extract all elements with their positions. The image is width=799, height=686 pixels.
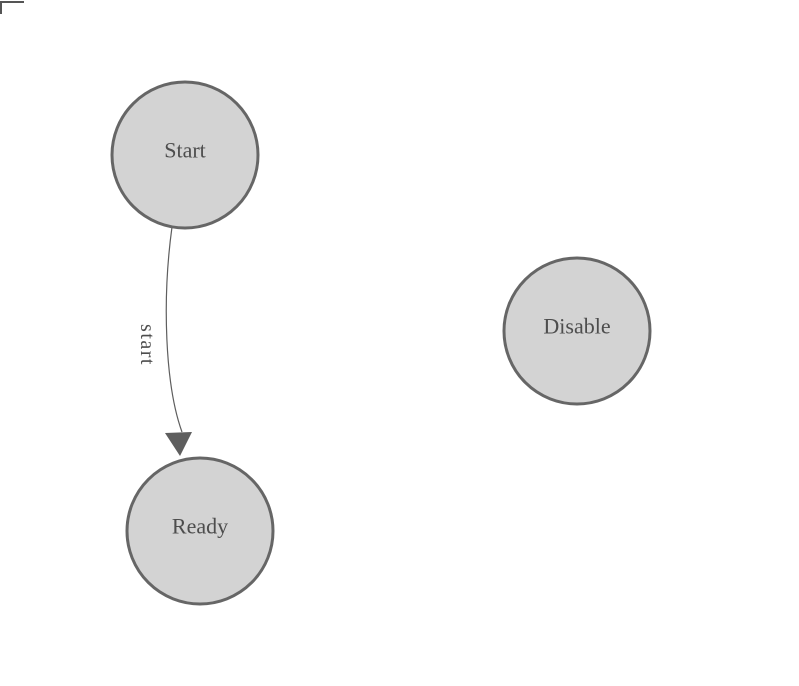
edge-start-to-ready[interactable]: start bbox=[136, 226, 192, 456]
edge-path[interactable] bbox=[165, 226, 183, 433]
edge-arrowhead-icon[interactable] bbox=[165, 432, 192, 456]
canvas-origin-mark bbox=[0, 1, 24, 14]
node-disable-circle[interactable] bbox=[502, 256, 652, 406]
node-disable[interactable]: Disable bbox=[502, 256, 652, 406]
node-ready-circle[interactable] bbox=[125, 456, 275, 606]
node-start-label: Start bbox=[164, 138, 206, 163]
node-disable-label: Disable bbox=[543, 314, 610, 339]
node-start-circle[interactable] bbox=[110, 80, 260, 230]
node-start[interactable]: Start bbox=[110, 80, 260, 230]
node-ready[interactable]: Ready bbox=[125, 456, 275, 606]
edge-label: start bbox=[136, 324, 158, 366]
node-ready-label: Ready bbox=[172, 514, 228, 539]
